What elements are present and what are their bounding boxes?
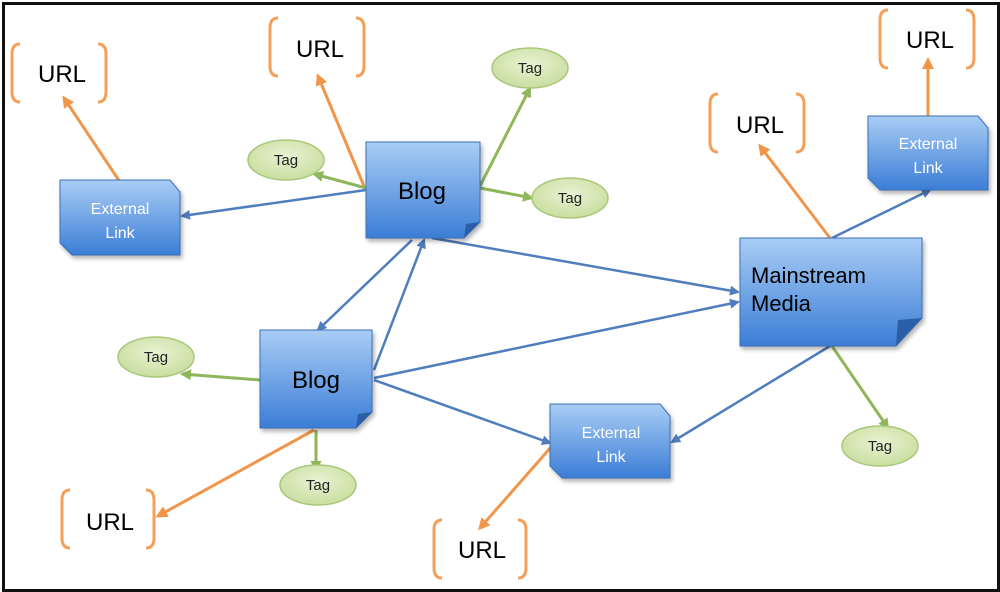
edge-blogtop-to-tag3 (479, 186, 534, 202)
external-link-bottom-line1: External (582, 425, 641, 442)
edge-blogtop-to-media (431, 236, 740, 296)
edge-blogtop-to-extleft (180, 188, 367, 220)
url-6-label: URL (458, 537, 506, 564)
url-2-label: URL (296, 36, 344, 63)
edge-media-to-extbottom (670, 344, 831, 444)
external-link-node-right (867, 115, 989, 191)
edge-blogtop-to-url (315, 73, 366, 187)
url-5-label: URL (86, 509, 134, 536)
edge-blogbottom-to-tag4 (180, 369, 261, 382)
tag-3-label: Tag (558, 190, 582, 207)
tag-1-label: Tag (274, 152, 298, 169)
edge-blogbottom-to-url (155, 428, 315, 518)
edge-media-to-tag6 (830, 345, 890, 430)
edge-blogbottom-to-extbottom (373, 378, 552, 446)
url-3-label: URL (736, 112, 784, 139)
mainstream-media-line2: Media (751, 291, 812, 316)
tag-node-4 (117, 336, 195, 378)
blue-edges (180, 188, 932, 446)
external-link-bottom-line2: Link (596, 449, 626, 466)
external-link-left-line1: External (91, 201, 150, 218)
edge-extbottom-to-url (478, 445, 554, 531)
orange-edges (62, 57, 934, 531)
tag-6-label: Tag (868, 438, 892, 455)
tag-node-6 (841, 425, 919, 467)
blog-node-top (365, 141, 481, 239)
url-1-label: URL (38, 61, 86, 88)
url-4-label: URL (906, 27, 954, 54)
tag-node-5 (279, 464, 357, 506)
edge-blogtop-to-tag2 (478, 86, 532, 187)
green-edges (180, 86, 890, 472)
blog-bottom-label: Blog (292, 367, 340, 394)
url-node-5 (60, 488, 156, 550)
external-link-right-line2: Link (913, 160, 943, 177)
tag-node-2 (491, 47, 569, 89)
external-link-left-line2: Link (105, 225, 135, 242)
external-link-node-bottom (549, 403, 671, 479)
edge-blogbottom-to-blogtop (372, 238, 426, 371)
edge-media-to-extright (831, 188, 932, 240)
external-link-node-left (59, 179, 181, 256)
url-node-2 (268, 16, 366, 78)
external-link-right-line1: External (899, 136, 958, 153)
url-node-3 (708, 92, 806, 154)
edge-blogbottom-to-media (373, 298, 740, 380)
blog-node-bottom (259, 329, 373, 429)
tag-node-3 (531, 177, 609, 219)
edge-media-to-url (758, 143, 832, 239)
tag-node-1 (247, 139, 325, 181)
edge-blogtop-to-blogbottom (316, 239, 413, 332)
url-node-4 (878, 8, 976, 70)
url-node-6 (432, 518, 528, 580)
blog-top-label: Blog (398, 178, 446, 205)
tag-5-label: Tag (306, 477, 330, 494)
tag-2-label: Tag (518, 60, 542, 77)
mainstream-media-line1: Mainstream (751, 263, 866, 288)
url-node-1 (10, 42, 108, 104)
edge-blogtop-to-tag1 (312, 171, 367, 190)
edge-extleft-to-url (62, 95, 122, 183)
tag-4-label: Tag (144, 349, 168, 366)
mainstream-media-node (739, 237, 923, 347)
